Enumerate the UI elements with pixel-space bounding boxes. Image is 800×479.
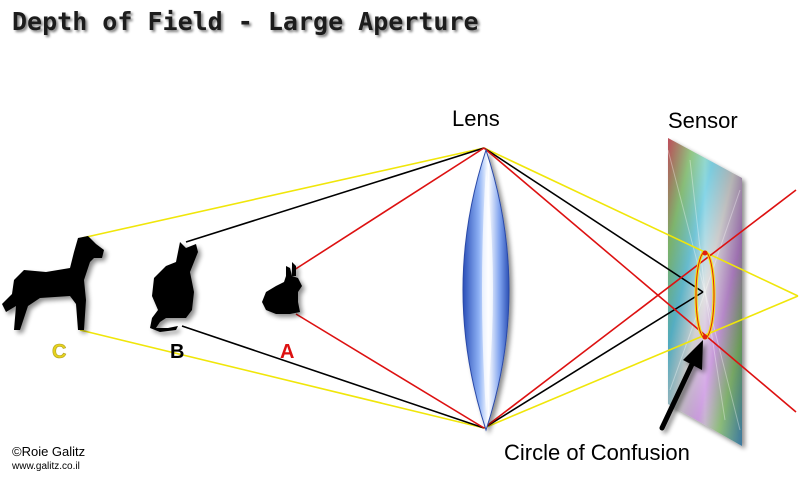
arrow-icon	[659, 340, 703, 431]
rabbit-icon	[262, 262, 302, 314]
rays-b	[181, 147, 704, 429]
sensor-label: Sensor	[668, 108, 738, 133]
credit-name: ©Roie Galitz	[12, 444, 85, 459]
circle-of-confusion-marker	[694, 250, 716, 340]
lens	[462, 148, 510, 432]
rays-c	[79, 147, 799, 429]
lens-label: Lens	[452, 106, 500, 131]
rays-a	[293, 147, 797, 429]
dog-icon	[2, 236, 104, 330]
sensor-plate	[667, 138, 742, 446]
diagram-title: Depth of Field - Large Aperture	[12, 7, 479, 36]
label-b: B	[170, 341, 184, 363]
cat-icon	[150, 242, 198, 332]
label-a: A	[280, 341, 294, 363]
label-c: C	[52, 341, 66, 363]
credit-url: www.galitz.co.il	[11, 461, 80, 472]
circle-of-confusion-label: Circle of Confusion	[504, 440, 690, 465]
